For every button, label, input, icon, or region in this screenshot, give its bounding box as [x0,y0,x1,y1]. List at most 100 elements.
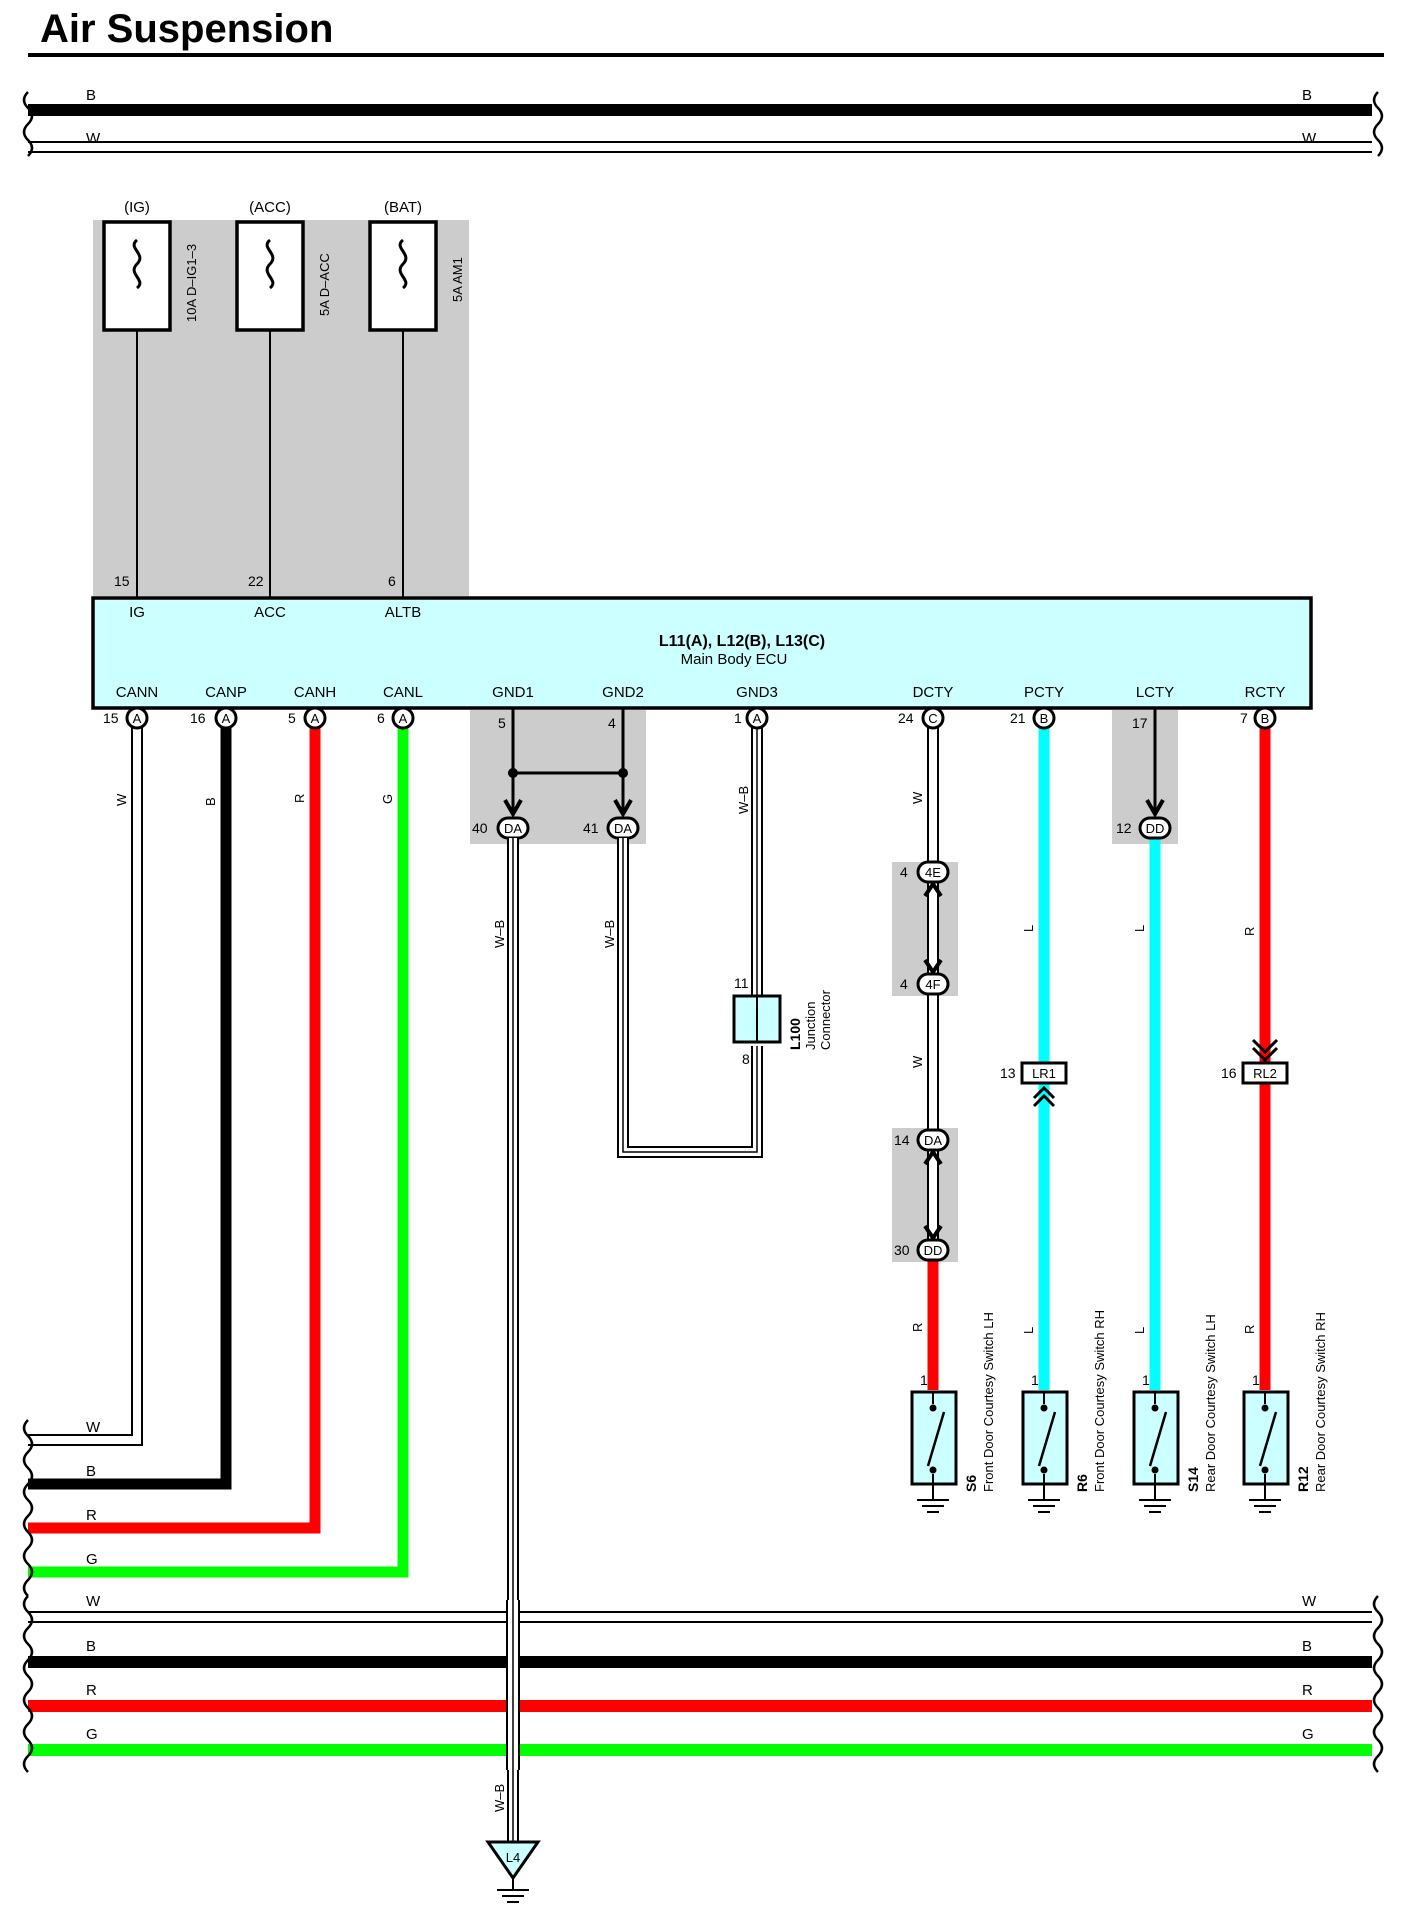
canl-left-label: G [86,1551,98,1568]
dcty-connector [921,706,945,730]
fuse-ig: (IG) 10A D–IG1–3 15 [102,199,199,598]
canh-pin: 5 [288,710,296,726]
canh-connector [303,706,327,730]
canp-pin: 16 [190,710,206,726]
fuse-bat-source: (BAT) [384,199,422,216]
pcty-wire-label-2: L [1021,1327,1036,1334]
page-title: Air Suspension [40,7,333,51]
cann-wire-label: W [114,793,129,806]
terminal-cann: CANN [116,684,159,701]
canp-connector-code: A [222,711,231,726]
connector-dd12-code: DD [1146,821,1165,836]
switch-s6: 1 S6 Front Door Courtesy Switch LH [910,1312,996,1513]
canp-left-label: B [86,1463,96,1480]
connector-lr1-code: LR1 [1032,1066,1056,1081]
wire-canp [28,718,232,1490]
connector-dd30 [916,1238,950,1262]
canl-connector [391,706,415,730]
top-bus-right-break [1372,91,1384,157]
fuse-bat: (BAT) 5A AM1 6 [368,199,465,598]
junction-pin-bottom: 8 [742,1051,750,1067]
wire-canl [28,718,409,1578]
top-bus: B B W W [22,87,1384,157]
ground-point-l4: L4 [485,1840,541,1903]
connector-lr1-pin: 13 [1000,1065,1016,1081]
gnd2-arrow-icon [613,799,633,819]
connector-da14-code: DA [924,1133,942,1148]
canp-connector [214,706,238,730]
cann-connector-code: A [133,711,142,726]
rcty-pin: 7 [1240,710,1248,726]
wire-dcty: C 24 W W R 4E 4 4F 4 DA 14 DD 30 [894,706,950,1390]
gnd1-arrow-icon [503,799,523,819]
switch-s14: 1 S14 Rear Door Courtesy Switch LH [1132,1314,1218,1513]
rl2-arrow-icon [1251,1038,1279,1063]
connector-rl2 [1241,1061,1289,1085]
fuse-acc-source: (ACC) [249,199,291,216]
dcty-mating-arrows-icon [923,880,943,976]
switch-r12-name: Rear Door Courtesy Switch RH [1313,1312,1328,1492]
top-bus-b-right-label: B [1302,87,1312,104]
fuse-ig-pin: 15 [114,573,130,589]
rcty-wire-label-2: R [1242,1325,1257,1334]
connector-dd30-code: DD [924,1243,943,1258]
switch-s14-code: S14 [1185,1467,1201,1492]
connector-da14-pin: 14 [894,1132,910,1148]
dcty-wire-label: W [910,791,925,804]
bottom-bus-left-break [22,1595,34,1773]
terminal-canp: CANP [205,684,247,701]
rcty-connector-code: B [1261,711,1270,726]
cann-left-label: W [86,1419,101,1436]
lcty-arrow-icon [1145,799,1165,819]
rcty-connector [1253,706,1277,730]
ground-triangle [485,1840,541,1881]
terminal-gnd1: GND1 [492,684,534,701]
da41-code: DA [614,821,632,836]
top-bus-w-left-label: W [86,130,101,147]
fuse-acc-pin: 22 [248,573,264,589]
switch-s14-pin: 1 [1142,1372,1150,1388]
switch-s14-name: Rear Door Courtesy Switch LH [1203,1314,1218,1492]
lr1-arrow-icon [1032,1085,1056,1108]
bottom-bus-b-right-label: B [1302,1638,1312,1655]
switch-s6-icon [926,1411,946,1467]
pcty-connector [1032,706,1056,730]
gnd3-connector [745,706,769,730]
can-left-break [22,1419,34,1597]
terminal-dcty: DCTY [913,684,954,701]
connector-dd30-pin: 30 [894,1242,910,1258]
pcty-pin: 21 [1010,710,1026,726]
connector-rl2-pin: 16 [1221,1065,1237,1081]
canh-connector-code: A [311,711,320,726]
bottom-bus-r-left-label: R [86,1682,97,1699]
bottom-bus-b-left-label: B [86,1638,96,1655]
fuse-acc: (ACC) 5A D–ACC 22 [235,199,332,598]
fuse-acc-icon [265,238,275,290]
terminal-canl: CANL [383,684,423,701]
switch-r6-icon [1037,1411,1057,1467]
switch-r6: 1 R6 Front Door Courtesy Switch RH [1021,1310,1107,1513]
pcty-connector-code: B [1040,711,1049,726]
fuse-ig-icon [132,238,142,290]
rcty-wire-label: R [1242,927,1257,936]
canp-wire-label: B [203,797,218,806]
canl-wire-label: G [380,794,395,804]
da40-code: DA [504,821,522,836]
cann-connector [125,706,149,730]
ecu-connectors: L11(A), L12(B), L13(C) [659,633,825,650]
top-bus-left-break [22,91,34,157]
dcty-wire-label-3: R [910,1323,925,1332]
fuse-bat-pin: 6 [388,573,396,589]
bottom-bus-w-right-label: W [1302,1593,1317,1610]
gnd3-wire-label: W–B [736,786,751,814]
switch-s6-pin: 1 [920,1372,928,1388]
bottom-bus-right-break [1372,1595,1384,1773]
connector-4f-code: 4F [925,977,940,992]
gnd2-pin: 4 [608,715,616,731]
connector-lr1 [1020,1061,1068,1085]
junction-code: L100 [787,1018,803,1050]
canh-left-label: R [86,1507,97,1524]
bottom-bus-g-left-label: G [86,1726,98,1743]
lcty-wire-label-2: L [1132,1327,1147,1334]
switch-r12: 1 R12 Rear Door Courtesy Switch RH [1242,1312,1328,1513]
